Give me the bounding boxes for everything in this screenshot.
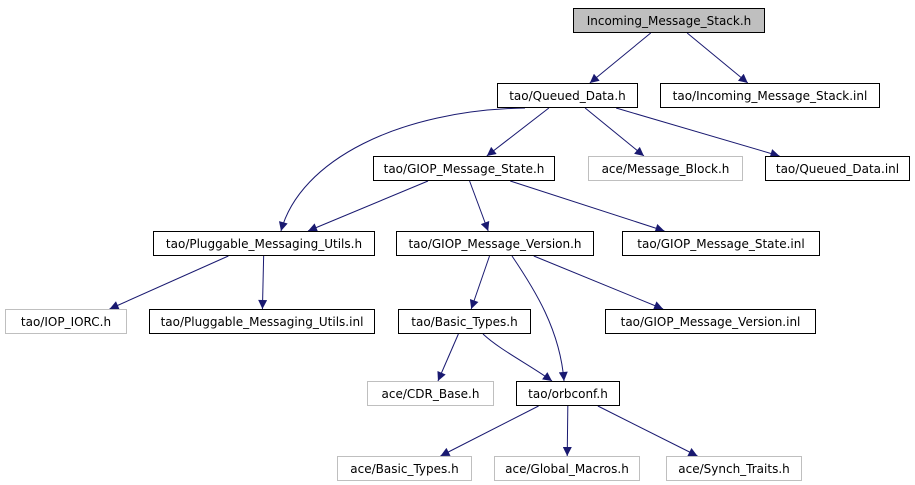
edge-queued_h-to-pluggable_h — [278, 107, 526, 232]
node-iop-iorc-h: tao/IOP_IORC.h — [5, 309, 127, 334]
edge-orbconf_h-to-synch_traits_h — [597, 405, 698, 457]
node-pluggable-messaging-utils-inl[interactable]: tao/Pluggable_Messaging_Utils.inl — [149, 309, 375, 334]
node-queued-data-h[interactable]: tao/Queued_Data.h — [497, 83, 638, 108]
edge-incoming_h-to-incoming_inl — [686, 32, 749, 84]
node-giop-message-version-h[interactable]: tao/GIOP_Message_Version.h — [396, 231, 594, 256]
node-incoming-message-stack-inl[interactable]: tao/Incoming_Message_Stack.inl — [660, 83, 880, 108]
edge-queued_h-to-giop_state_h — [486, 107, 550, 157]
node-synch-traits-h: ace/Synch_Traits.h — [666, 456, 802, 481]
edge-giop_state_h-to-giop_state_inl — [510, 180, 665, 233]
edge-giop_version_h-to-orbconf_h — [511, 255, 568, 382]
edge-pluggable_h-to-pluggable_inl — [258, 255, 268, 310]
edge-giop_version_h-to-tao_basic_h — [469, 255, 490, 310]
edge-tao_basic_h-to-orbconf_h — [482, 333, 553, 382]
edge-giop_version_h-to-giop_version_inl — [533, 255, 664, 310]
edge-orbconf_h-to-ace_basic_h — [440, 405, 539, 457]
edge-giop_state_h-to-pluggable_h — [307, 180, 429, 232]
node-tao-basic-types-h[interactable]: tao/Basic_Types.h — [398, 309, 531, 334]
node-queued-data-inl[interactable]: tao/Queued_Data.inl — [765, 156, 910, 181]
edge-queued_h-to-queued_inl — [615, 107, 780, 158]
edge-orbconf_h-to-global_macros_h — [562, 405, 572, 457]
node-giop-message-version-inl[interactable]: tao/GIOP_Message_Version.inl — [605, 309, 816, 334]
edge-tao_basic_h-to-cdr_base_h — [437, 333, 459, 382]
edge-incoming_h-to-queued_h — [589, 32, 652, 84]
node-giop-message-state-inl[interactable]: tao/GIOP_Message_State.inl — [622, 231, 820, 256]
edge-layer — [109, 32, 780, 457]
edge-queued_h-to-msg_block_h — [584, 107, 645, 157]
node-ace-basic-types-h: ace/Basic_Types.h — [337, 456, 472, 481]
node-pluggable-messaging-utils-h[interactable]: tao/Pluggable_Messaging_Utils.h — [153, 231, 375, 256]
edge-pluggable_h-to-iop_iorc_h — [109, 255, 229, 310]
node-global-macros-h: ace/Global_Macros.h — [494, 456, 640, 481]
node-incoming-message-stack-h[interactable]: Incoming_Message_Stack.h — [573, 8, 765, 33]
node-cdr-base-h: ace/CDR_Base.h — [367, 381, 494, 406]
node-orbconf-h[interactable]: tao/orbconf.h — [516, 381, 620, 406]
node-message-block-h: ace/Message_Block.h — [588, 156, 743, 181]
node-giop-message-state-h[interactable]: tao/GIOP_Message_State.h — [373, 156, 555, 181]
edge-giop_state_h-to-giop_version_h — [469, 180, 490, 232]
